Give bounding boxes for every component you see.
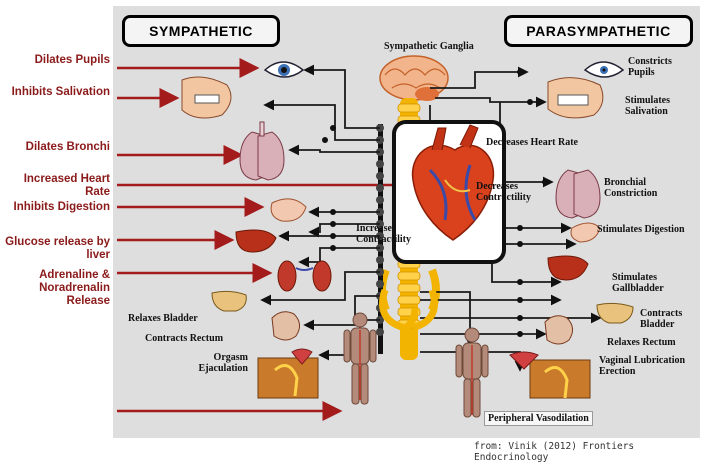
eye-right-illustration: [583, 61, 625, 78]
rectum-left-illustration: [271, 311, 300, 341]
label-sympathetic-ganglia: Sympathetic Ganglia: [384, 41, 474, 52]
reproductive-left-illustration: [257, 348, 319, 399]
lungs-left-illustration: [239, 121, 285, 181]
label-contracts-rectum: Contracts Rectum: [145, 333, 224, 344]
pelvis-illustration: [379, 288, 438, 332]
lungs-right-illustration: [555, 169, 601, 219]
label-contracts-bladder: Contracts Bladder: [640, 308, 683, 330]
label-dilates-bronchi: Dilates Bronchi: [25, 141, 110, 153]
mouth-left-illustration: [181, 76, 232, 119]
label-increases-contractility: Increases Contractility: [356, 223, 411, 245]
label-relaxes-bladder: Relaxes Bladder: [128, 313, 198, 324]
label-increased-heart-rate: Increased Heart Rate: [23, 173, 110, 198]
label-inhibits-salivation: Inhibits Salivation: [11, 86, 110, 98]
liver-right-illustration: [547, 255, 589, 281]
sympathetic-arrows: [117, 58, 413, 421]
label-constricts-pupils: Constricts Pupils: [628, 56, 672, 78]
bladder-left-illustration: [211, 290, 247, 312]
label-bronchial-constriction: Bronchial Constriction: [604, 177, 658, 199]
label-inhibits-digestion: Inhibits Digestion: [13, 201, 110, 213]
parasym-ganglia: [322, 69, 548, 337]
mouth-right-illustration: [547, 77, 604, 119]
label-stimulates-digestion: Stimulates Digestion: [597, 224, 685, 235]
sympathetic-header: SYMPATHETIC: [122, 15, 280, 47]
label-vaginal-lubrication: Vaginal Lubrication Erection: [599, 355, 686, 377]
label-orgasm-ejaculation: Orgasm Ejaculation: [198, 352, 248, 374]
brain-illustration: [379, 55, 449, 101]
label-decreases-contractility: Decreases Contractility: [476, 181, 531, 203]
label-adrenaline-release: Adrenaline & Noradrenalin Release: [39, 269, 110, 307]
label-stimulates-gallbladder: Stimulates Gallbladder: [612, 272, 664, 294]
eye-left-illustration: [263, 61, 305, 78]
liver-left-illustration: [235, 229, 277, 253]
sympathetic-nerves: [260, 64, 431, 361]
label-stimulates-salivation: Stimulates Salivation: [625, 95, 670, 117]
human-figure-right: [455, 327, 489, 418]
label-glucose-release: Glucose release by liver: [5, 236, 110, 261]
label-dilates-pupils: Dilates Pupils: [34, 54, 110, 66]
kidneys-left-illustration: [277, 260, 332, 292]
rectum-right-illustration: [544, 315, 573, 345]
label-peripheral-vasodilation: Peripheral Vasodilation: [484, 411, 593, 426]
reproductive-right-illustration: [509, 351, 591, 399]
citation: from: Vinik (2012) Frontiers Endocrinolo…: [474, 441, 635, 463]
label-relaxes-rectum: Relaxes Rectum: [607, 337, 676, 348]
stomach-right-illustration: [570, 222, 601, 243]
parasympathetic-header: PARASYMPATHETIC: [504, 15, 693, 47]
bladder-right-illustration: [596, 302, 634, 324]
human-figure-left: [343, 312, 377, 405]
label-decreases-heart-rate: Decreases Heart Rate: [486, 137, 578, 148]
stomach-left-illustration: [270, 198, 307, 222]
heart-box: [392, 120, 506, 264]
